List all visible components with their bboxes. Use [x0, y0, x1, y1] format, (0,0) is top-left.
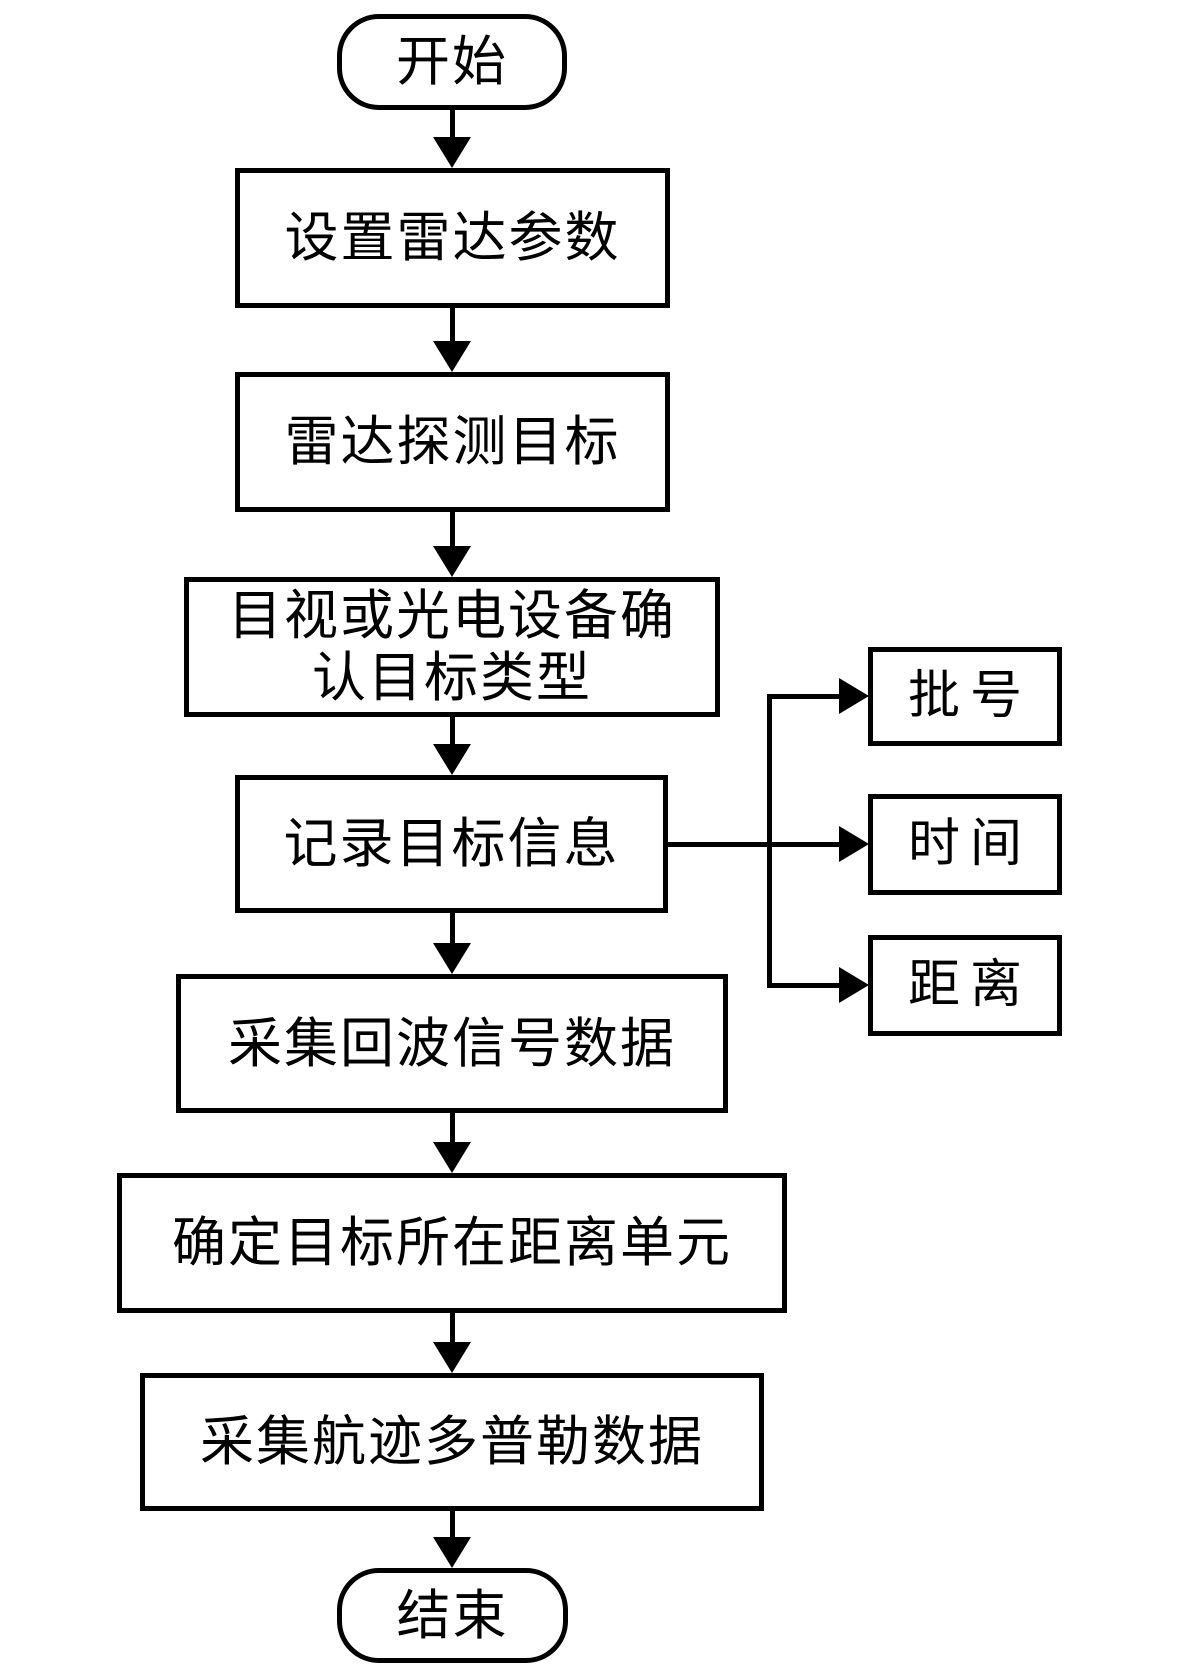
connector-branch-trunk — [767, 694, 772, 988]
connector-echo-to-range-unit — [450, 1111, 455, 1145]
flow-node-radar-detect-target: 雷达探测目标 — [235, 372, 670, 512]
arrow-right-icon — [839, 967, 869, 1003]
arrow-down-icon — [433, 341, 471, 372]
flow-node-set-radar-params: 设置雷达参数 — [235, 168, 670, 308]
connector-record-to-echo — [450, 911, 455, 946]
connector-record-to-junction — [664, 842, 772, 847]
connector-to-batch-number — [767, 694, 841, 699]
arrow-down-icon — [433, 943, 471, 974]
flow-node-determine-range-unit: 确定目标所在距离单元 — [117, 1173, 787, 1313]
arrow-down-icon — [433, 1342, 471, 1373]
arrow-down-icon — [433, 1537, 471, 1568]
flow-node-collect-doppler-data: 采集航迹多普勒数据 — [140, 1373, 764, 1511]
connector-detect-to-confirm — [450, 510, 455, 549]
connector-confirm-to-record — [450, 715, 455, 747]
arrow-down-icon — [433, 1142, 471, 1173]
arrow-down-icon — [433, 137, 471, 168]
arrow-right-icon — [839, 678, 869, 714]
flow-node-batch-number: 批号 — [868, 647, 1062, 746]
flow-node-start: 开始 — [337, 14, 567, 110]
arrow-right-icon — [839, 826, 869, 862]
flow-node-distance: 距离 — [868, 935, 1062, 1036]
connector-range-unit-to-doppler — [450, 1311, 455, 1345]
flow-node-time: 时间 — [868, 794, 1062, 895]
connector-doppler-to-end — [450, 1509, 455, 1540]
connector-start-to-set-params — [450, 108, 455, 140]
flow-node-confirm-target-type: 目视或光电设备确 认目标类型 — [184, 577, 720, 717]
flow-node-record-target-info: 记录目标信息 — [235, 775, 668, 913]
connector-to-distance — [767, 983, 841, 988]
connector-to-time — [767, 842, 841, 847]
arrow-down-icon — [433, 744, 471, 775]
connector-set-params-to-detect — [450, 306, 455, 344]
flow-node-end: 结束 — [337, 1568, 568, 1663]
flow-node-collect-echo-data: 采集回波信号数据 — [176, 974, 728, 1113]
arrow-down-icon — [433, 546, 471, 577]
